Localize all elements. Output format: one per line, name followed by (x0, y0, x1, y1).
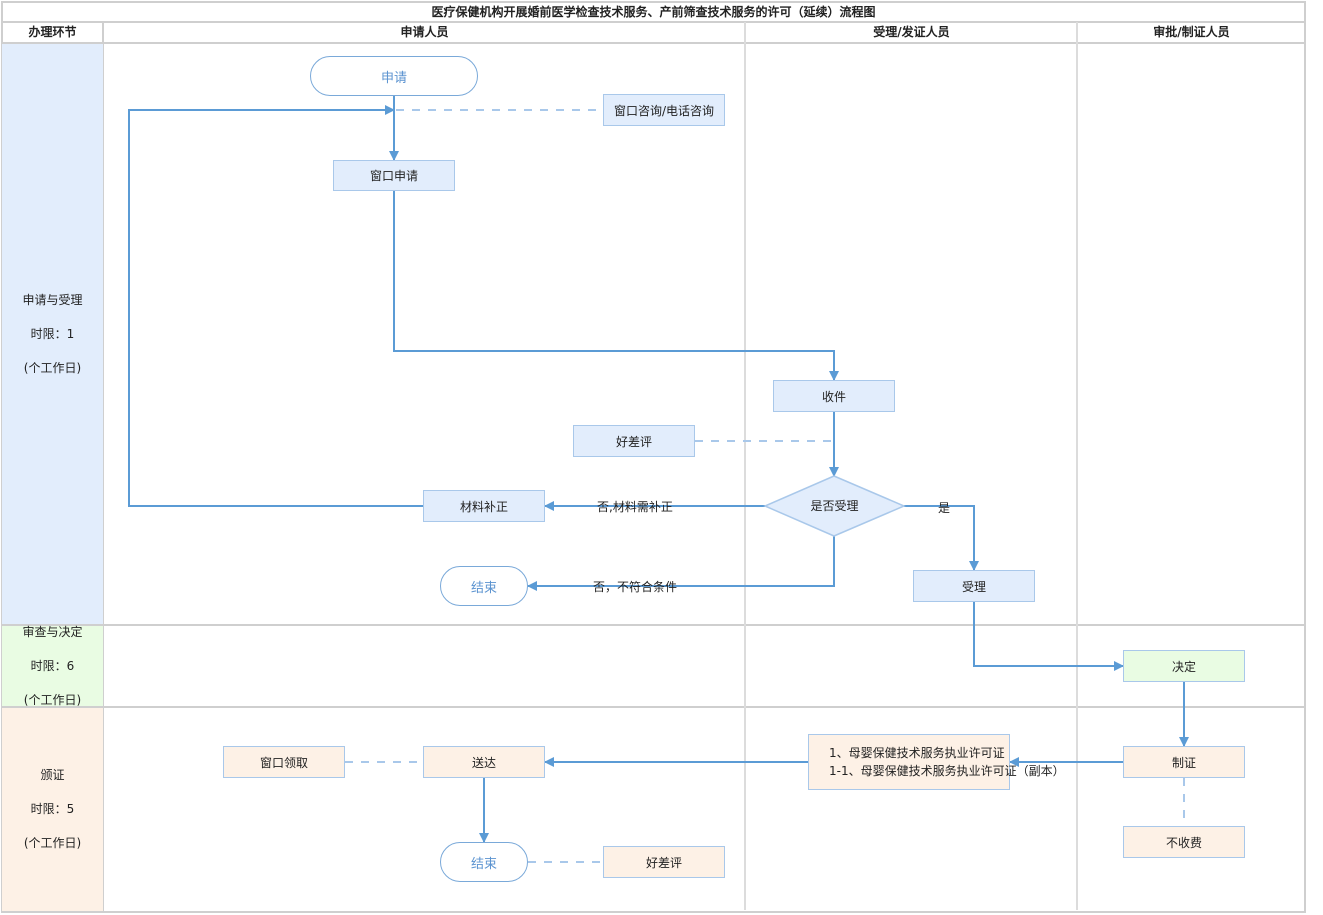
header-acceptor: 受理/发证人员 (873, 25, 950, 39)
decide-node[interactable]: 决定 (1123, 650, 1245, 682)
edge-label-unqualified: 否，不符合条件 (593, 580, 678, 594)
edge-accept-to-decide (973, 602, 1124, 671)
certificate-item: 1、母婴保健技术服务执业许可证 (829, 746, 1005, 760)
header-approver: 审批/制证人员 (1153, 25, 1230, 39)
consult-node[interactable]: 窗口咨询/电话咨询 (603, 94, 725, 126)
supplement-node[interactable]: 材料补正 (423, 490, 545, 522)
window-apply-node[interactable]: 窗口申请 (333, 160, 455, 191)
rating-node-1[interactable]: 好差评 (573, 425, 695, 457)
stage-unit: (个工作日) (23, 360, 82, 375)
edge-window-apply-to-receive (393, 191, 839, 381)
start-terminal[interactable]: 申请 (310, 56, 478, 96)
edge-decision-to-end (527, 536, 835, 591)
edge-supplement-to-start (128, 105, 424, 507)
edge-decision-to-accept (904, 505, 979, 571)
edge-label-yes: 是 (938, 501, 951, 515)
accept-node[interactable]: 受理 (913, 570, 1035, 602)
no-fee-node[interactable]: 不收费 (1123, 826, 1245, 858)
edge-label-supplement: 否,材料需补正 (597, 500, 673, 514)
stage-name: 颁证 (40, 768, 65, 782)
stage-review: 审查与决定 时限：6 (个工作日) (2, 624, 103, 707)
stage-name: 申请与受理 (22, 292, 83, 307)
diagram-title: 医疗保健机构开展婚前医学检查技术服务、产前筛查技术服务的许可（延续）流程图 (431, 5, 876, 19)
stage-certificate: 颁证 时限：5 (个工作日) (2, 708, 103, 911)
receive-node[interactable]: 收件 (773, 380, 895, 412)
decision-diamond (763, 475, 906, 537)
end-terminal-2[interactable]: 结束 (440, 842, 528, 882)
certificate-item: 1-1、母婴保健技术服务执业许可证（副本） (829, 764, 1065, 778)
stage-application: 申请与受理 时限：1 (个工作日) (2, 44, 103, 624)
header-applicant: 申请人员 (400, 25, 449, 39)
stage-name: 审查与决定 (22, 624, 83, 639)
stage-unit: (个工作日) (23, 692, 82, 707)
stage-limit: 时限：6 (30, 658, 75, 673)
stage-limit: 时限：1 (30, 326, 75, 341)
stage-unit: (个工作日) (23, 836, 82, 850)
window-pickup-node[interactable]: 窗口领取 (223, 746, 345, 778)
decision-label[interactable]: 是否受理 (810, 499, 859, 513)
rating-node-2[interactable]: 好差评 (603, 846, 725, 878)
header-stage: 办理环节 (28, 25, 77, 39)
stage-limit: 时限：5 (30, 802, 75, 816)
certificates-node[interactable]: 1、母婴保健技术服务执业许可证 1-1、母婴保健技术服务执业许可证（副本） (808, 734, 1065, 790)
deliver-node[interactable]: 送达 (423, 746, 545, 778)
make-cert-node[interactable]: 制证 (1123, 746, 1245, 778)
end-terminal-1[interactable]: 结束 (440, 566, 528, 606)
